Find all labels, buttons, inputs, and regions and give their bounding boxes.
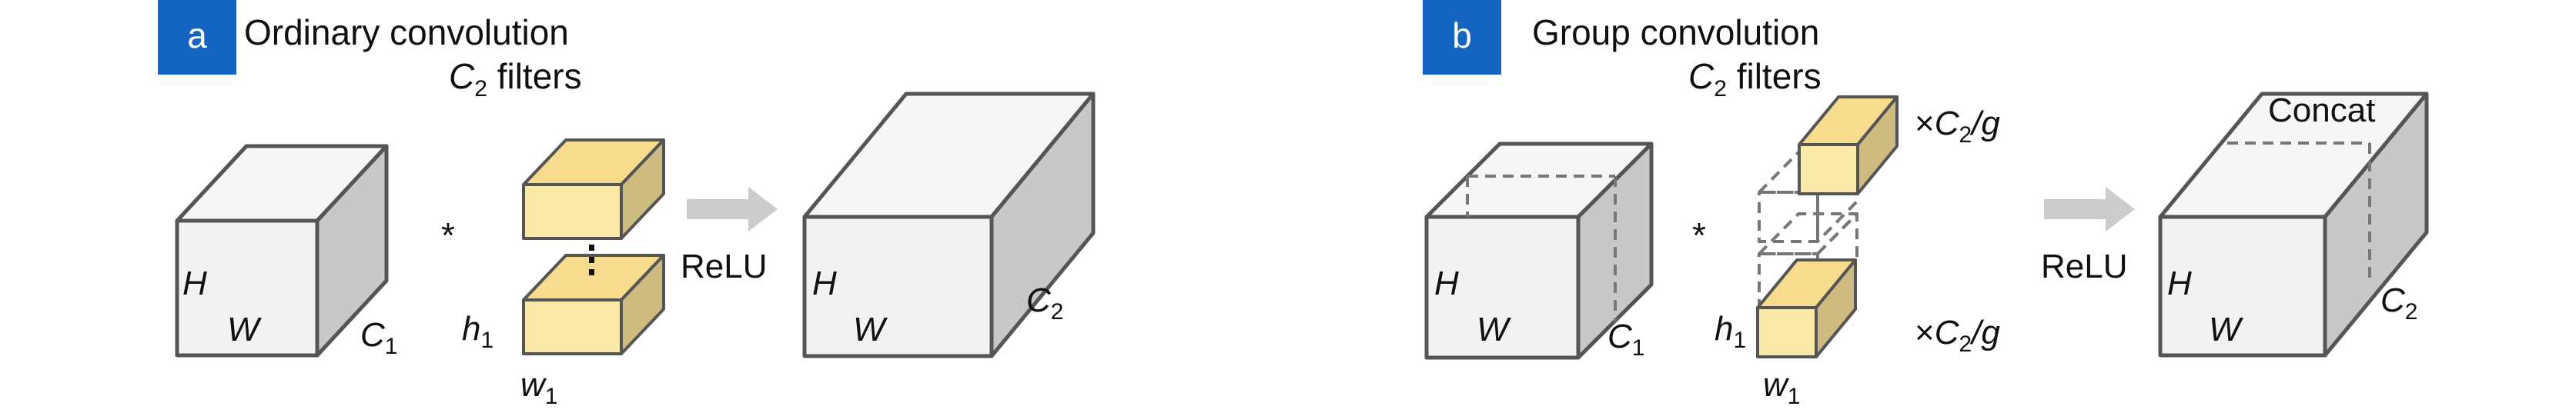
panel-a-output-cube <box>802 92 1096 358</box>
panel-b-input-width: W <box>1477 311 1511 348</box>
cube-front-face <box>175 218 319 358</box>
panel-a-output-height: H <box>812 265 837 302</box>
panel-a-input-cube <box>175 144 389 358</box>
panel-b-output-cube <box>2158 92 2429 358</box>
panel-a-ellipsis-dots <box>589 245 594 275</box>
panel-a-conv-operator: * <box>441 215 455 255</box>
panel-a-output-width: W <box>853 311 888 348</box>
panel-b-output-concat-partition <box>2227 142 2371 283</box>
panel-b-filter-top <box>1798 95 1899 195</box>
panel-a-kernel-width: w1 <box>520 366 557 409</box>
panel-a-output-channels: C2 <box>1026 281 1063 325</box>
panel-b-kernel-width: w1 <box>1763 366 1800 409</box>
panel-b-arrow-icon <box>2044 187 2135 231</box>
panel-a-kernel-height: h1 <box>462 310 493 353</box>
panel-b-output-channels: C2 <box>2380 281 2417 325</box>
panel-b-group-count-top: ×C2/g <box>1915 105 2000 148</box>
panel-b-conv-operator: * <box>1692 215 1706 255</box>
panel-a-input-width: W <box>227 311 262 348</box>
panel-a-arrow-icon <box>687 187 778 231</box>
panel-a-filters-label: C2 filters <box>449 56 582 102</box>
panel-b-filter-bottom <box>1756 258 1857 358</box>
filters-label-subscript: 2 <box>474 76 487 102</box>
panel-a-input-height: H <box>182 265 207 302</box>
filters-label-text: filters <box>487 56 582 96</box>
panel-a-badge-letter: a <box>187 15 207 55</box>
panel-b-group-count-bottom: ×C2/g <box>1915 314 2000 357</box>
panel-b-input-channels: C1 <box>1607 318 1644 361</box>
panel-a-badge <box>158 0 236 75</box>
panel-a-input-channels: C1 <box>360 316 397 359</box>
filters-label-text: filters <box>1727 56 1822 96</box>
filters-label-symbol: C <box>1688 56 1715 96</box>
panel-b-activation: ReLU <box>2041 248 2128 285</box>
panel-a-filter-bottom <box>522 254 665 355</box>
panel-b-title: Group convolution <box>1532 12 1819 52</box>
filters-label-subscript: 2 <box>1714 76 1727 102</box>
panel-a-title: Ordinary convolution <box>244 12 569 52</box>
panel-b-kernel-height: h1 <box>1715 310 1746 353</box>
panel-b-badge <box>1423 0 1501 75</box>
panel-a-filter-top <box>522 138 665 240</box>
filters-label-symbol: C <box>449 56 475 96</box>
panel-b-badge-letter: b <box>1452 15 1472 55</box>
panel-a: a Ordinary convolution C2 filters H W C1… <box>158 0 1096 409</box>
panel-b: b Group convolution C2 filters H W C1 * <box>1423 0 2429 409</box>
panel-b-input-group-partition <box>1466 175 1617 321</box>
panel-a-activation: ReLU <box>681 248 768 285</box>
panel-b-input-cube <box>1424 142 1654 360</box>
panel-b-output-height: H <box>2167 265 2192 302</box>
panel-b-concat-label: Concat <box>2268 92 2375 129</box>
panel-b-output-width: W <box>2209 311 2243 348</box>
panel-b-filters-label: C2 filters <box>1688 56 1822 102</box>
panel-b-input-height: H <box>1434 265 1459 302</box>
